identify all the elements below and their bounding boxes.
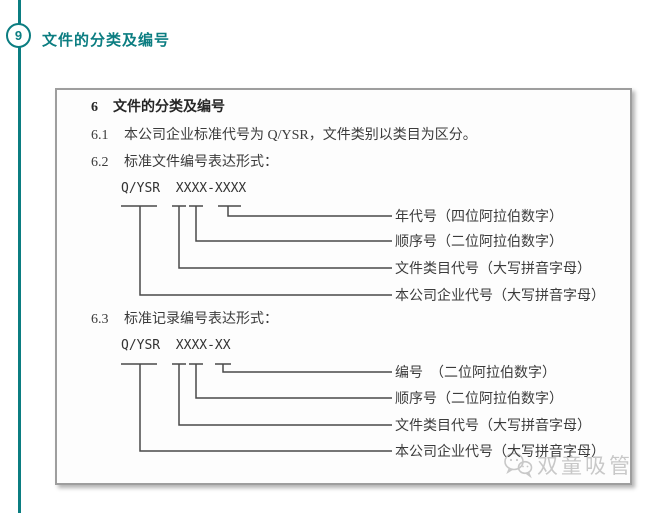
connector-lines xyxy=(121,205,392,296)
doc-heading-text: 文件的分类及编号 xyxy=(113,100,225,115)
diagram-label-year: 年代号（四位阿拉伯数字） xyxy=(395,209,563,225)
diagram-label-sequence: 顺序号（二位阿拉伯数字） xyxy=(395,391,563,407)
clause-number: 6.3 xyxy=(91,312,109,327)
page-title: 文件的分类及编号 xyxy=(42,32,171,49)
diagram-label-sequence: 顺序号（二位阿拉伯数字） xyxy=(395,234,563,250)
standard-numbering-diagram: 年代号（四位阿拉伯数字） 顺序号（二位阿拉伯数字） 文件类目代号（大写拼音字母）… xyxy=(121,205,605,304)
doc-heading: 6 文件的分类及编号 xyxy=(91,100,225,116)
doc-heading-number: 6 xyxy=(91,100,98,115)
record-numbering-diagram: 编号 （二位阿拉伯数字） 顺序号（二位阿拉伯数字） 文件类目代号（大写拼音字母）… xyxy=(121,363,605,460)
section-index-badge: 9 xyxy=(6,23,31,48)
clause-text: 标准文件编号表达形式： xyxy=(124,155,278,170)
clause-number: 6.1 xyxy=(91,128,109,143)
clause-number: 6.2 xyxy=(91,155,109,170)
standard-number-code: Q/YSR XXXX-XXXX xyxy=(121,181,247,196)
clause-6-3: 6.3 标准记录编号表达形式： xyxy=(91,312,278,328)
diagram-label-category: 文件类目代号（大写拼音字母） xyxy=(395,417,591,434)
section-timeline-rule xyxy=(18,0,21,513)
diagram-label-number: 编号 （二位阿拉伯数字） xyxy=(395,365,556,381)
diagram-label-company: 本公司企业代号（大写拼音字母） xyxy=(395,287,605,304)
connector-lines xyxy=(121,363,392,452)
clause-text: 本公司企业标准代号为 Q/YSR，文件类别以类目为区分。 xyxy=(124,128,477,143)
clause-text: 标准记录编号表达形式： xyxy=(124,312,278,327)
clause-6-2: 6.2 标准文件编号表达形式： xyxy=(91,155,278,171)
record-number-code: Q/YSR XXXX-XX xyxy=(121,338,231,353)
document-panel xyxy=(55,88,632,485)
diagram-label-category: 文件类目代号（大写拼音字母） xyxy=(395,260,591,277)
diagram-label-company: 本公司企业代号（大写拼音字母） xyxy=(395,443,605,460)
watermark-text: 双童吸管 xyxy=(537,455,633,478)
watermark: 双童吸管 xyxy=(503,450,633,480)
clause-6-1: 6.1 本公司企业标准代号为 Q/YSR，文件类别以类目为区分。 xyxy=(91,128,477,144)
wechat-icon xyxy=(504,452,533,479)
